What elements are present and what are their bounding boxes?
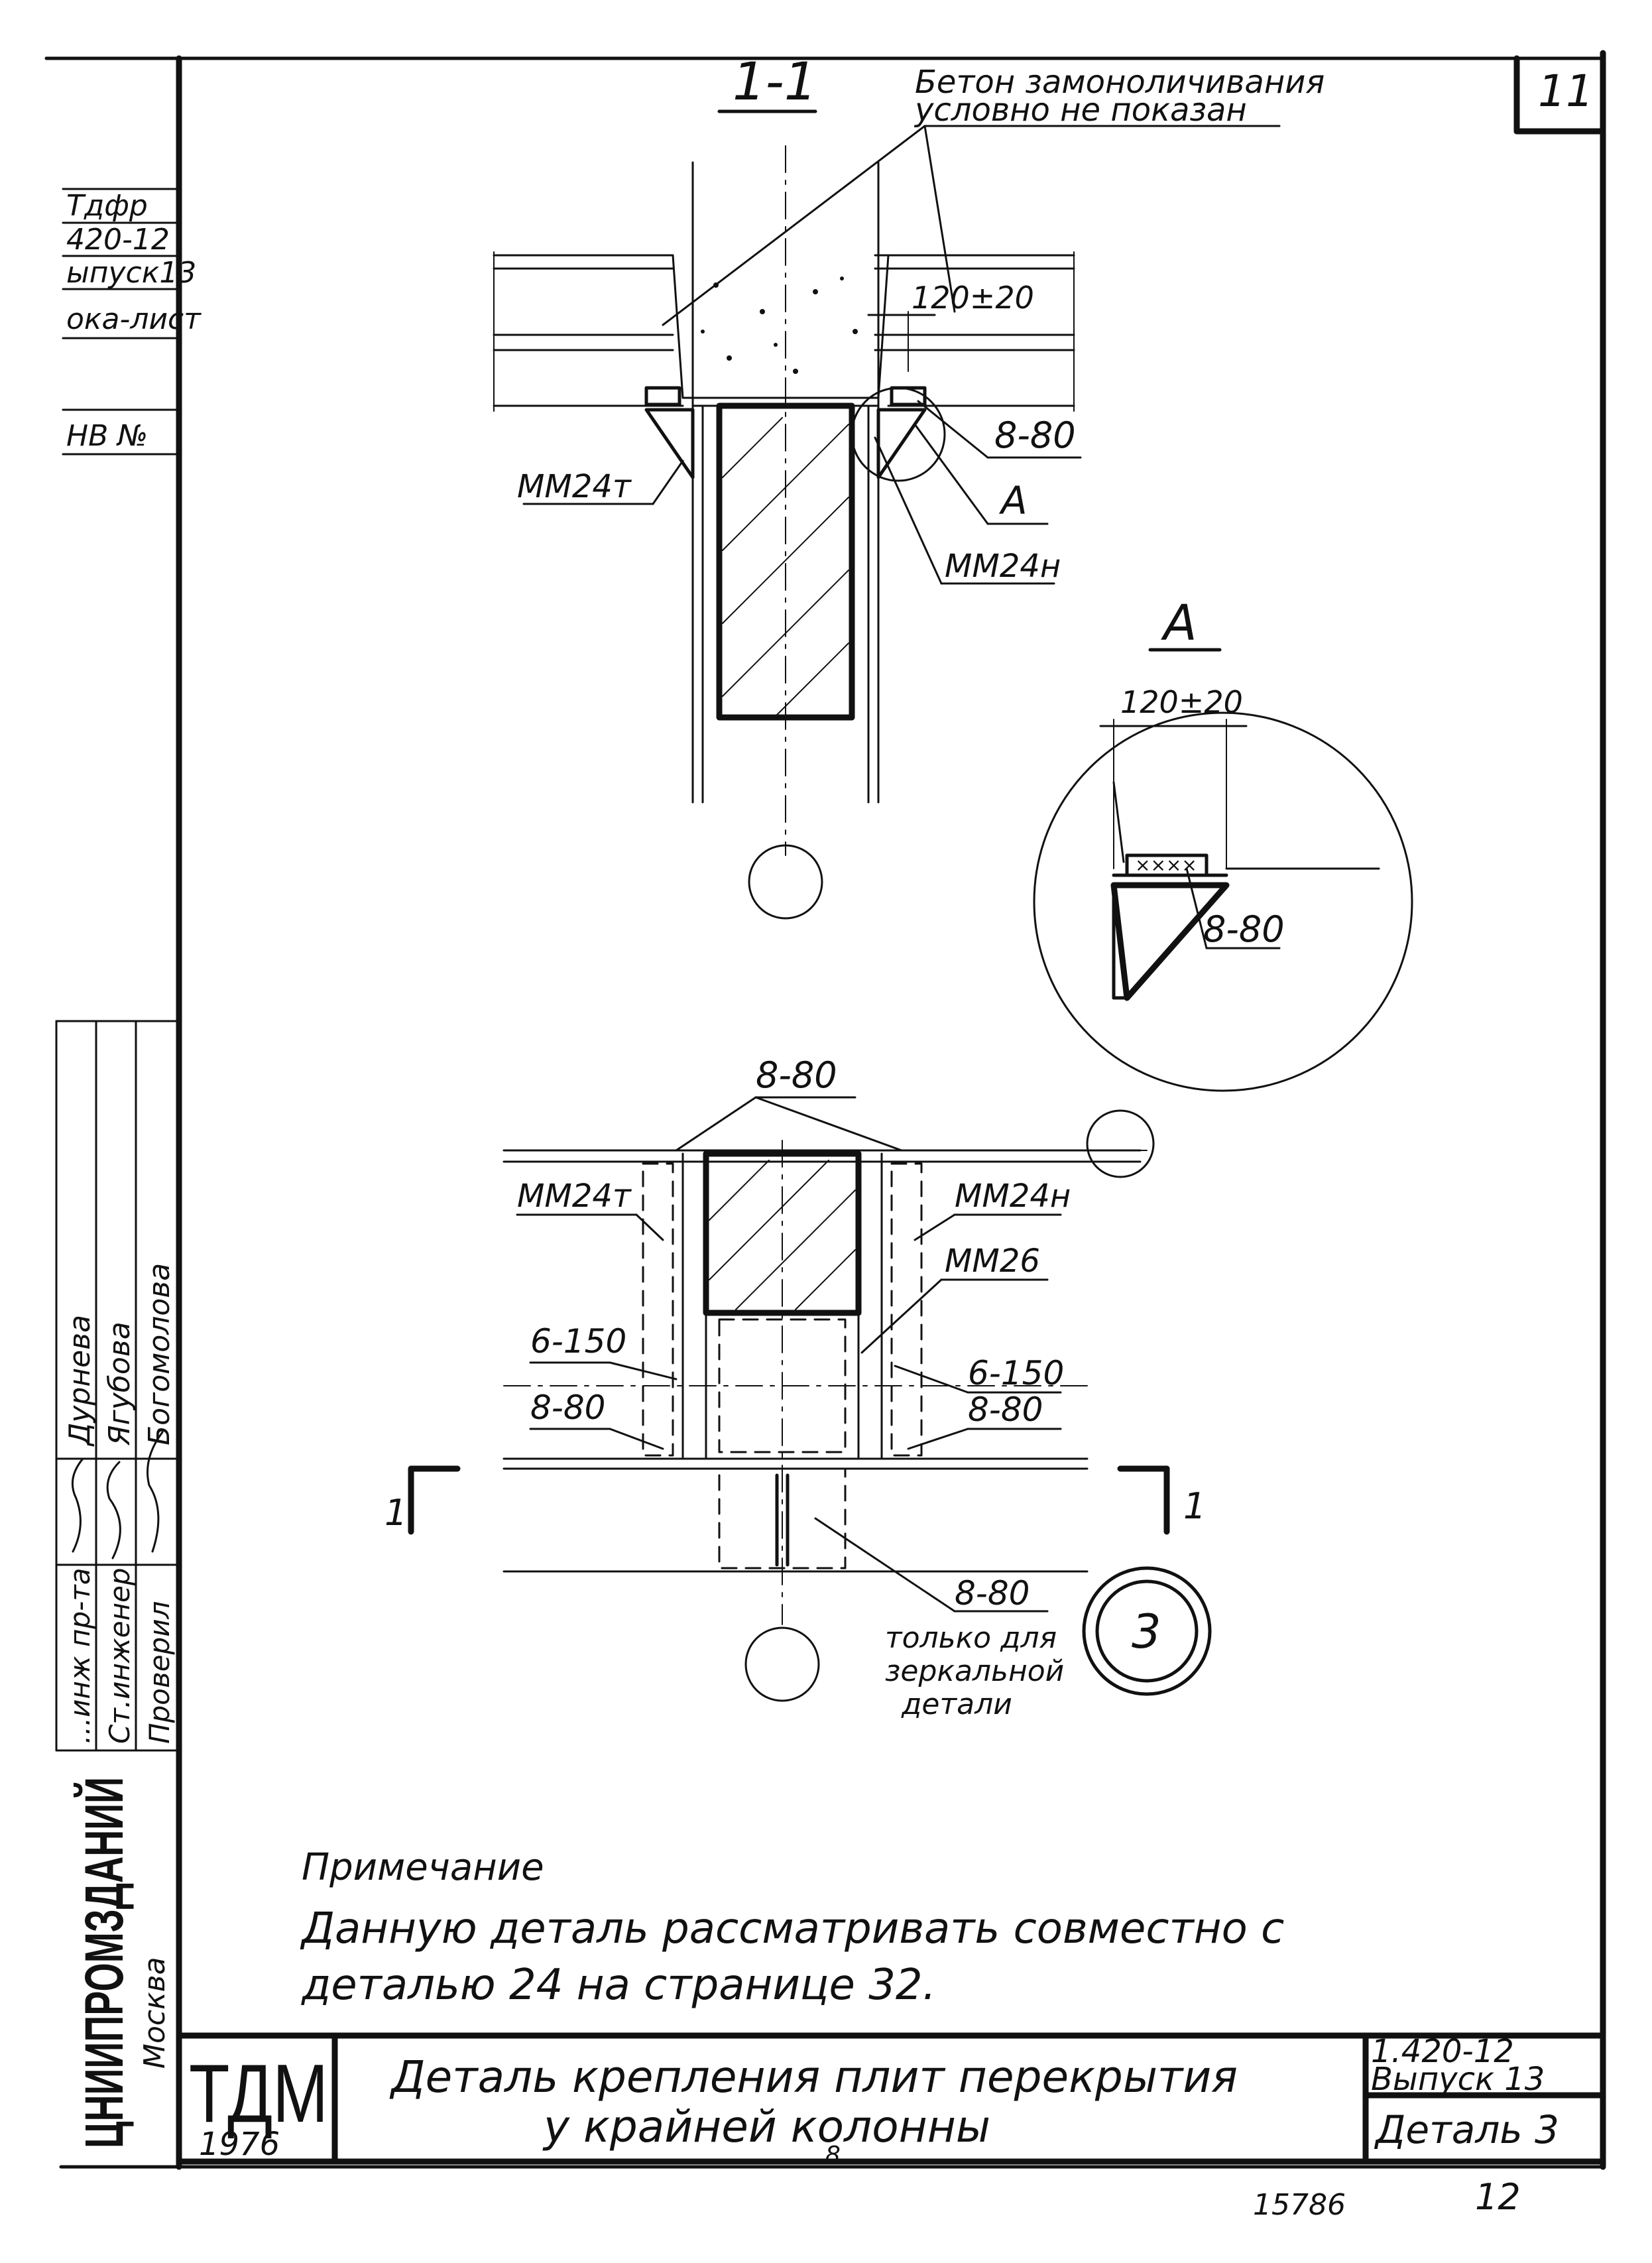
- cut-left-number: 1: [384, 1492, 407, 1534]
- column-hatching: [722, 417, 849, 717]
- embed-label-left: ММ24т: [517, 468, 632, 505]
- title-line-1: Деталь крепления плит перекрытия: [389, 2051, 1238, 2103]
- title-extra: 8: [825, 2142, 841, 2169]
- sheet-frame: [44, 50, 1606, 2170]
- embed-label-right: ММ24н: [945, 548, 1061, 585]
- series: 1.420-12: [1371, 2033, 1514, 2070]
- concrete-note-line2: условно не показан: [914, 92, 1247, 129]
- plan-embed-mid: ММ26: [945, 1243, 1040, 1280]
- detail-number: 3: [1132, 1605, 1161, 1659]
- archive-number: 15786: [1253, 2188, 1346, 2222]
- infill-speckle: [701, 276, 858, 374]
- plan-weld-right-mid: 6-150: [968, 1354, 1064, 1392]
- plan-view: [408, 1096, 1212, 1702]
- concrete-note-line1: Бетон замоноличивания: [915, 64, 1325, 101]
- bottom-note-1: только для: [885, 1621, 1057, 1655]
- role-3: Проверил: [143, 1601, 176, 1744]
- signature-table: [55, 1020, 180, 1752]
- institute-city: Москва: [138, 1957, 172, 2069]
- note-line-1: Данную деталь рассматривать совместно с: [300, 1904, 1284, 1953]
- section-title: 1-1: [733, 52, 817, 112]
- note-line-2: деталью 24 на странице 32.: [301, 1961, 936, 2010]
- left-stamp: [62, 188, 180, 456]
- plan-embed-right: ММ24н: [955, 1178, 1071, 1215]
- detail-a: [1033, 648, 1413, 1092]
- role-1: ...инж пр-та: [64, 1568, 96, 1744]
- stamp-row-3: ыпуск13: [66, 256, 196, 290]
- callout-letter: А: [998, 478, 1028, 523]
- stamp-row-1: Тдфр: [66, 189, 148, 223]
- title-block: [176, 2032, 1606, 2165]
- role-2: Ст.инженер: [103, 1567, 136, 1744]
- title-line-2: у крайней колонны: [542, 2101, 990, 2152]
- weld-label-right: 8-80: [994, 414, 1076, 456]
- detail-a-gap: 120±20: [1120, 684, 1243, 720]
- detail-label: Деталь 3: [1374, 2107, 1559, 2152]
- section-1-1: [493, 109, 1281, 920]
- plan-column-hatching: [709, 1160, 856, 1310]
- bottom-page-number: 12: [1475, 2176, 1521, 2218]
- stamp-row-4: ока-лист: [66, 302, 202, 336]
- year: 1976: [199, 2126, 280, 2163]
- plan-weld-top: 8-80: [756, 1054, 837, 1096]
- plan-embed-left: ММ24т: [517, 1178, 632, 1215]
- cut-right-number: 1: [1183, 1485, 1206, 1527]
- name-2: Ягубова: [103, 1321, 137, 1446]
- plan-weld-left-low: 8-80: [530, 1388, 605, 1427]
- logo: ТДМ: [189, 2048, 328, 2140]
- issue: Выпуск 13: [1371, 2061, 1545, 2098]
- name-1: Дурнева: [63, 1315, 97, 1447]
- bottom-note-3: детали: [901, 1687, 1012, 1721]
- stamp-row-5: НВ №: [66, 419, 148, 453]
- page-number: 11: [1538, 66, 1594, 117]
- plan-weld-right-low: 8-80: [968, 1390, 1043, 1429]
- bottom-note-2: зеркальной: [885, 1654, 1064, 1688]
- note-heading: Примечание: [302, 1846, 544, 1889]
- gap-dimension: 120±20: [912, 280, 1034, 316]
- name-3: Богомолова: [143, 1263, 176, 1445]
- plan-weld-bottom: 8-80: [955, 1574, 1030, 1613]
- stamp-row-2: 420-12: [66, 223, 170, 257]
- detail-a-weld-marks: ××××: [1135, 854, 1197, 876]
- detail-a-title: А: [1161, 595, 1197, 652]
- plan-weld-left-mid: 6-150: [530, 1322, 626, 1361]
- detail-a-weld: 8-80: [1203, 908, 1285, 950]
- institute-name: ЦНИИПРОМЗДАНИЙ: [74, 1777, 135, 2148]
